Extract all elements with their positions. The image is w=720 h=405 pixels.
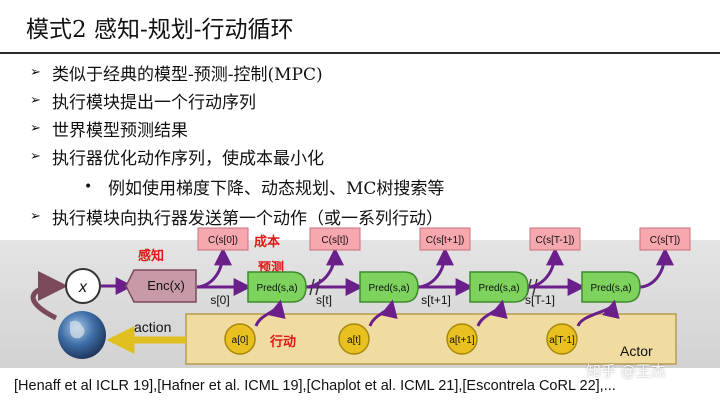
action-label: action [134,319,171,335]
predictor-label: Pred(s,a) [256,283,297,294]
observation-node [65,268,101,304]
predictor-label: Pred(s,a) [590,283,631,294]
predictor-block [247,271,307,303]
state-label: s[T-1] [525,293,555,307]
cost-box [529,227,581,251]
cost-arrow [417,247,454,289]
cost-arrow [639,247,674,289]
cost-arrow [527,247,564,289]
citation-line: [Henaff et al ICLR 19],[Hafner et al. IC… [14,378,616,394]
actor-label: Actor [620,343,653,359]
action-node [224,323,256,355]
action-to-predictor-arrow [368,299,398,327]
encoder-block [125,269,197,303]
cost-arrow [305,247,344,289]
watermark: 知乎 @王杰 [586,362,666,380]
bullet-text: 执行模块提出一个行动序列 [52,93,256,113]
cost-label: C(s[t]) [321,235,348,246]
title-divider [0,52,720,54]
state-label: s[t] [316,293,332,307]
predictor-block [581,271,641,303]
actor-box [185,313,677,365]
action-node-label: a[t] [347,335,361,346]
encoder-label: Enc(x) [147,278,185,293]
cost-box [309,227,361,251]
annotation-perception: 感知 [138,248,164,263]
predictor-block [359,271,419,303]
action-to-predictor-arrow [576,299,620,327]
bullet-item: ➢ 世界模型预测结果 [30,116,188,141]
arrow-bullet-icon: ➢ [30,149,41,164]
predictor-label: Pred(s,a) [478,283,519,294]
annotation-action: 行动 [269,334,296,349]
slide-title: 模式2 感知-规划-行动循环 [26,17,294,43]
feedback-arrow [30,271,68,321]
arrow-bullet-icon: ➢ [30,209,41,224]
dot-bullet-icon: • [84,178,93,195]
state-label: s[t+1] [421,293,451,307]
earth-cloud-shape [70,320,85,339]
cost-box [419,227,471,251]
bullet-text: 例如使用梯度下降、动态规划、MC树搜索等 [108,179,445,199]
action-node [338,323,370,355]
arrow-bullet-icon: ➢ [30,121,41,136]
action-node [446,323,478,355]
state-label: s[0] [210,293,229,307]
predictor-label: Pred(s,a) [368,283,409,294]
annotation-cost: 成本 [254,234,280,249]
arrow-bullet-icon: ➢ [30,65,41,80]
bullet-item: ➢ 类似于经典的模型-预测-控制(MPC) [30,60,323,85]
arrow-bullet-icon: ➢ [30,93,41,108]
cost-label: C(s[t+1]) [426,235,465,246]
sub-bullet-item: • 例如使用梯度下降、动态规划、MC树搜索等 [84,174,445,200]
action-node-label: a[0] [232,335,249,346]
bullet-item: ➢ 执行模块向执行器发送第一个动作（或一系列行动） [30,204,443,229]
predictor-block [469,271,529,303]
prediction-chain: C(s[0]) C(s[t]) C(s[t+1]) C(s[T-1]) C(s[T]) P… [196,227,691,355]
cost-label: C(s[T]) [650,235,681,246]
bullet-item: ➢ 执行模块提出一个行动序列 [30,88,256,113]
cost-label: C(s[T-1]) [536,235,575,246]
action-node-label: a[T-1] [549,335,575,346]
action-node-label: a[t+1] [449,335,475,346]
action-node [546,323,578,355]
action-to-predictor-arrow [476,299,508,327]
cost-label: C(s[0]) [208,235,238,246]
cost-box [197,227,249,251]
bullet-item: ➢ 执行器优化动作序列，使成本最小化 [30,144,324,169]
cost-arrow [196,247,232,289]
bullet-text: 世界模型预测结果 [52,121,188,141]
bullet-text: 执行模块向执行器发送第一个动作（或一系列行动） [52,209,443,229]
bullet-text: 执行器优化动作序列，使成本最小化 [52,149,324,169]
cost-box [639,227,691,251]
observation-label: x [78,279,88,296]
action-to-predictor-arrow [254,299,286,327]
bullet-text: 类似于经典的模型-预测-控制(MPC) [52,65,323,85]
